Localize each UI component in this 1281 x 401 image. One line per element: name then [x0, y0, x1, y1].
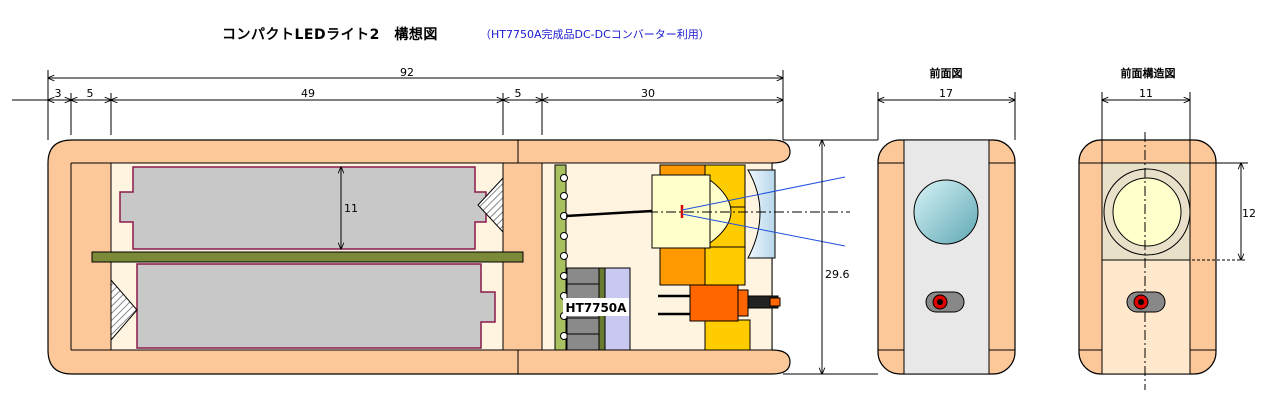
side-view: 11 HT7750A — [47, 140, 878, 374]
top-dimensions — [12, 70, 783, 140]
chip-label: HT7750A — [566, 301, 628, 315]
front-structure-view: 前面構造図 11 12 — [1078, 66, 1256, 390]
front-lens-dome — [913, 179, 979, 245]
front-view: 前面図 17 — [878, 66, 1015, 375]
front-view-label: 前面図 — [930, 66, 963, 80]
led-holder-lower — [659, 246, 706, 286]
diagram-subtitle: （HT7750A完成品DC-DCコンバーター利用） — [480, 28, 710, 41]
front-face — [903, 139, 990, 375]
structure-lens — [1112, 177, 1182, 247]
dim-30: 30 — [641, 87, 655, 100]
dim-3: 3 — [55, 87, 62, 100]
spring-top — [477, 176, 504, 234]
dim-front-inner: 11 — [1139, 87, 1153, 100]
dim-5b: 5 — [515, 87, 522, 100]
dim-5a: 5 — [87, 87, 94, 100]
slide-switch — [689, 284, 739, 322]
dim-front-struct-height: 12 — [1242, 207, 1256, 220]
pcb-strip — [91, 251, 524, 263]
dim-total-length: 92 — [400, 66, 414, 79]
front-lens — [747, 169, 776, 259]
dim-49: 49 — [301, 87, 315, 100]
spring-bottom — [110, 278, 138, 342]
diagram-title: コンパクトLEDライト2 構想図 — [222, 27, 438, 43]
front-structure-label: 前面構造図 — [1121, 66, 1176, 80]
dim-battery-diameter: 11 — [344, 202, 358, 215]
dim-height: 29.6 — [825, 268, 850, 281]
dim-front-width: 17 — [939, 87, 953, 100]
battery-bottom — [136, 263, 496, 349]
beam-lower — [681, 213, 846, 247]
battery-top — [119, 166, 487, 250]
beam-upper — [681, 176, 846, 211]
